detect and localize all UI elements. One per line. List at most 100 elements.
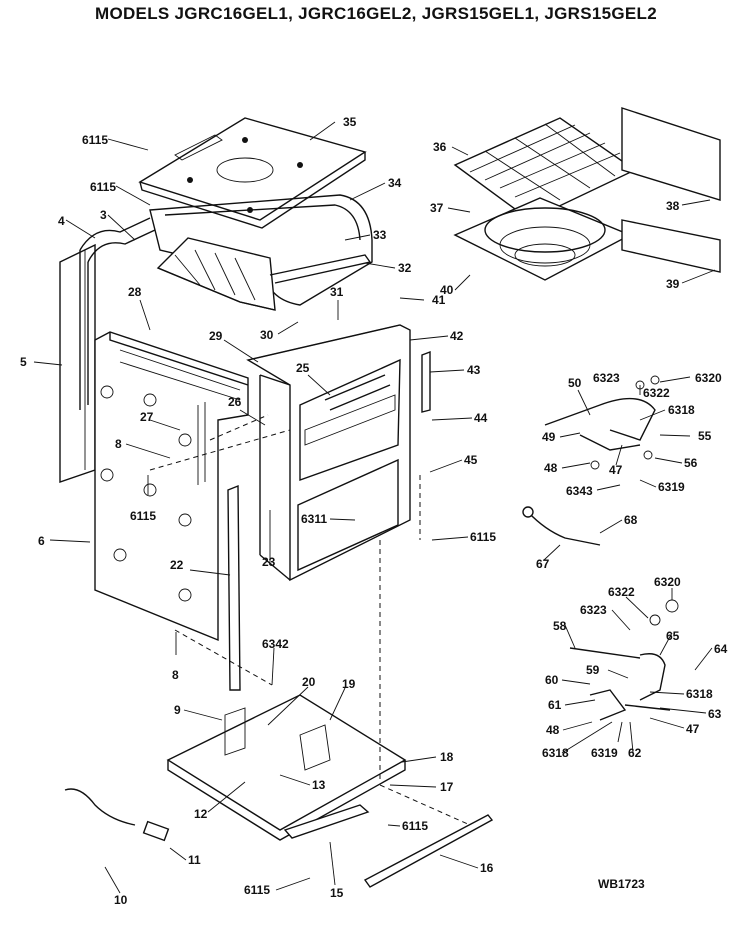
part-label: 6319 xyxy=(591,746,618,760)
part-label: 6115 xyxy=(90,180,116,194)
part-label: 22 xyxy=(170,558,184,572)
part-label: 60 xyxy=(545,673,559,687)
part-label: 62 xyxy=(628,746,642,760)
part-label: 56 xyxy=(684,456,698,470)
part-label: 6115 xyxy=(402,819,428,833)
oven-front-frame-part xyxy=(246,324,411,582)
part-label: 15 xyxy=(330,886,344,900)
part-label: 48 xyxy=(546,723,560,737)
part-label: 6318 xyxy=(686,687,713,701)
part-label: 17 xyxy=(440,780,454,794)
part-label: 35 xyxy=(343,115,357,129)
broiler-pan-part xyxy=(453,197,632,281)
part-label: 55 xyxy=(698,429,712,443)
part-label: 6320 xyxy=(695,371,722,385)
part-label: 4 xyxy=(58,214,65,228)
drawer-plate-part xyxy=(283,804,370,839)
part-label: 19 xyxy=(342,677,356,691)
part-label: 23 xyxy=(262,555,276,569)
part-label: 29 xyxy=(209,329,223,343)
part-label: 48 xyxy=(544,461,558,475)
part-label: 6343 xyxy=(566,484,593,498)
part-label: 64 xyxy=(714,642,728,656)
igniter-part xyxy=(522,506,601,546)
part-label: 47 xyxy=(686,722,700,736)
top-cover-part xyxy=(138,117,367,229)
part-label: 63 xyxy=(708,707,722,721)
part-label: 39 xyxy=(666,277,680,291)
part-label: 6319 xyxy=(658,480,685,494)
part-label: 6318 xyxy=(668,403,695,417)
part-label: 8 xyxy=(115,437,122,451)
part-label: 6318 xyxy=(542,746,569,760)
part-label: 6115 xyxy=(470,530,496,544)
back-frame-part xyxy=(79,217,156,410)
page-title: MODELS JGRC16GEL1, JGRC16GEL2, JGRS15GEL… xyxy=(95,4,657,23)
side-wall-part xyxy=(94,331,249,642)
part-label: 6115 xyxy=(82,133,108,147)
part-label: 32 xyxy=(398,261,412,275)
part-label: 27 xyxy=(140,410,154,424)
part-label: 36 xyxy=(433,140,447,154)
part-label: 67 xyxy=(536,557,550,571)
power-cord-part xyxy=(64,788,170,842)
part-label: 6311 xyxy=(301,512,327,526)
vertical-strip-part xyxy=(197,350,431,691)
part-label: 31 xyxy=(330,285,344,299)
part-label: 16 xyxy=(480,861,494,875)
side-rail-part xyxy=(621,107,721,273)
part-label: 34 xyxy=(388,176,402,190)
part-label: 6322 xyxy=(608,585,635,599)
part-label: 11 xyxy=(188,853,201,867)
part-label: 50 xyxy=(568,376,582,390)
part-label: 13 xyxy=(312,778,326,792)
part-label: 12 xyxy=(194,807,208,821)
burner-assembly-lower-part xyxy=(569,599,679,721)
part-label: 42 xyxy=(450,329,464,343)
part-label: 6342 xyxy=(262,637,289,651)
part-label: 37 xyxy=(430,201,444,215)
part-label: 6115 xyxy=(130,509,156,523)
part-label: 6323 xyxy=(580,603,607,617)
part-label: 38 xyxy=(666,199,680,213)
part-label: 5 xyxy=(20,355,27,369)
part-label: 6323 xyxy=(593,371,620,385)
part-label: 59 xyxy=(586,663,600,677)
part-label: 43 xyxy=(467,363,481,377)
part-label: 26 xyxy=(228,395,242,409)
part-label: 41 xyxy=(432,293,446,307)
part-label: 40 xyxy=(440,283,454,297)
burner-assembly-upper-part xyxy=(544,375,660,470)
kick-rail-part xyxy=(363,814,494,888)
cooktop-frame-part xyxy=(149,194,373,311)
drawing-number: WB1723 xyxy=(598,877,645,891)
part-label: 33 xyxy=(373,228,387,242)
part-labels: 6115 35 36 6115 34 4 3 33 37 38 32 39 40… xyxy=(20,115,728,907)
part-label: 45 xyxy=(464,453,478,467)
part-label: 25 xyxy=(296,361,310,375)
part-label: 6322 xyxy=(643,386,670,400)
part-label: 30 xyxy=(260,328,274,342)
side-panel-part xyxy=(59,243,96,483)
part-label: 8 xyxy=(172,668,179,682)
part-label: 68 xyxy=(624,513,638,527)
part-label: 18 xyxy=(440,750,454,764)
part-label: 3 xyxy=(100,208,107,222)
part-label: 47 xyxy=(609,463,623,477)
part-label: 9 xyxy=(174,703,181,717)
part-label: 6 xyxy=(38,534,45,548)
part-label: 65 xyxy=(666,629,680,643)
part-label: 44 xyxy=(474,411,488,425)
assembly-lines xyxy=(149,414,471,826)
part-label: 61 xyxy=(548,698,562,712)
part-label: 6115 xyxy=(244,883,270,897)
part-label: 20 xyxy=(302,675,316,689)
oven-rack-part xyxy=(453,117,637,221)
part-label: 49 xyxy=(542,430,556,444)
part-label: 58 xyxy=(553,619,567,633)
leader-lines xyxy=(33,121,716,894)
part-label: 10 xyxy=(114,893,128,907)
part-label: 28 xyxy=(128,285,142,299)
part-label: 6320 xyxy=(654,575,681,589)
